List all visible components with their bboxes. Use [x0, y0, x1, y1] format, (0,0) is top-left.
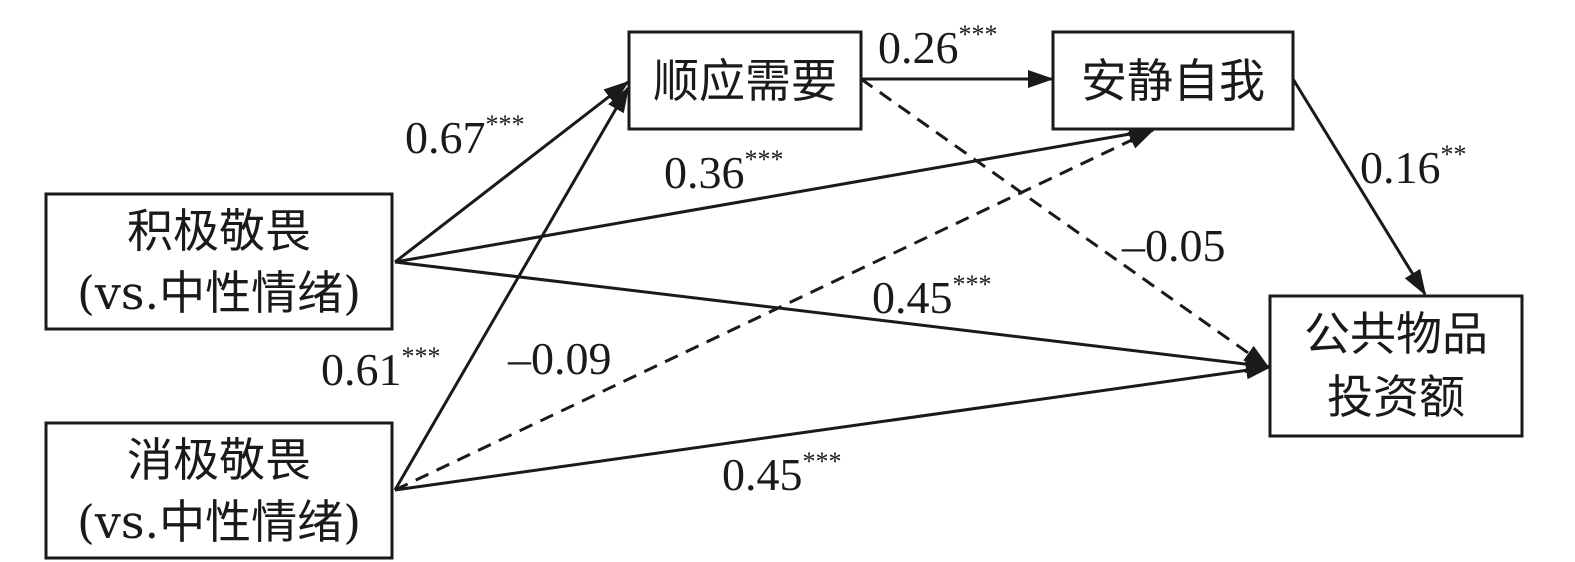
- coef-significance: **: [1441, 140, 1467, 169]
- node-public-goods-box: [1268, 294, 1524, 438]
- node-public-goods: 公共物品 投资额: [1268, 294, 1524, 438]
- coef-pos-quiet: 0.36***: [664, 145, 784, 198]
- paths-layer: [393, 70, 1427, 492]
- node-positive-awe-line1: 积极敬畏: [127, 204, 311, 258]
- coef-quiet-public: 0.16**: [1360, 140, 1467, 193]
- path-pos-public-arrow: [394, 260, 1272, 374]
- coef-conf-quiet: 0.26***: [878, 20, 998, 73]
- node-public-goods-line1: 公共物品: [1304, 307, 1488, 361]
- coef-significance: ***: [959, 20, 998, 49]
- coef-significance: ***: [803, 447, 842, 476]
- coef-neg-quiet: –0.09: [507, 333, 612, 384]
- node-conformity-box: [627, 30, 863, 131]
- coef-value: 0.45: [872, 272, 953, 323]
- coef-significance: ***: [745, 145, 784, 174]
- node-quiet-ego: 安静自我: [1051, 30, 1295, 131]
- node-quiet-ego-box: [1051, 30, 1295, 131]
- coef-neg-conf: 0.61***: [321, 342, 441, 395]
- coef-pos-conf: 0.67***: [405, 110, 525, 163]
- coef-significance: ***: [402, 342, 441, 371]
- node-conformity: 顺应需要: [627, 30, 863, 131]
- coef-significance: ***: [486, 110, 525, 139]
- coef-value: 0.26: [878, 22, 959, 73]
- node-quiet-ego-label: 安静自我: [1081, 54, 1265, 108]
- coef-value: –0.05: [1121, 220, 1226, 271]
- coef-pos-public: 0.45***: [872, 270, 992, 323]
- coefficient-labels: 0.67*** 0.36*** 0.45*** 0.61*** –0.09 0.…: [321, 20, 1467, 500]
- coef-value: 0.61: [321, 344, 402, 395]
- coef-value: –0.09: [507, 333, 612, 384]
- coef-neg-public: 0.45***: [722, 447, 842, 500]
- coef-significance: ***: [953, 270, 992, 299]
- coef-value: 0.67: [405, 112, 486, 163]
- path-pos-quiet-arrow: [394, 125, 1155, 264]
- node-conformity-label: 顺应需要: [653, 54, 837, 108]
- path-neg-conf-arrow: [393, 86, 630, 491]
- node-public-goods-line2: 投资额: [1327, 370, 1465, 424]
- path-conf-public-arrow: [860, 77, 1270, 369]
- coef-value: 0.45: [722, 449, 803, 500]
- node-negative-awe-line2: (vs.中性情绪): [77, 495, 361, 549]
- path-pos-conf-arrow: [394, 80, 630, 264]
- path-neg-quiet-arrow: [394, 128, 1155, 492]
- coef-conf-public: –0.05: [1121, 220, 1226, 271]
- coef-value: 0.16: [1360, 142, 1441, 193]
- path-quiet-public-arrow: [1291, 78, 1427, 296]
- node-negative-awe-box: [44, 421, 394, 560]
- path-neg-public-arrow: [394, 361, 1272, 492]
- node-negative-awe: 消极敬畏 (vs.中性情绪): [44, 421, 394, 560]
- node-positive-awe: 积极敬畏 (vs.中性情绪): [44, 192, 394, 331]
- node-positive-awe-line2: (vs.中性情绪): [77, 266, 361, 320]
- node-negative-awe-line1: 消极敬畏: [127, 433, 311, 487]
- node-positive-awe-box: [44, 192, 394, 331]
- coef-value: 0.36: [664, 147, 745, 198]
